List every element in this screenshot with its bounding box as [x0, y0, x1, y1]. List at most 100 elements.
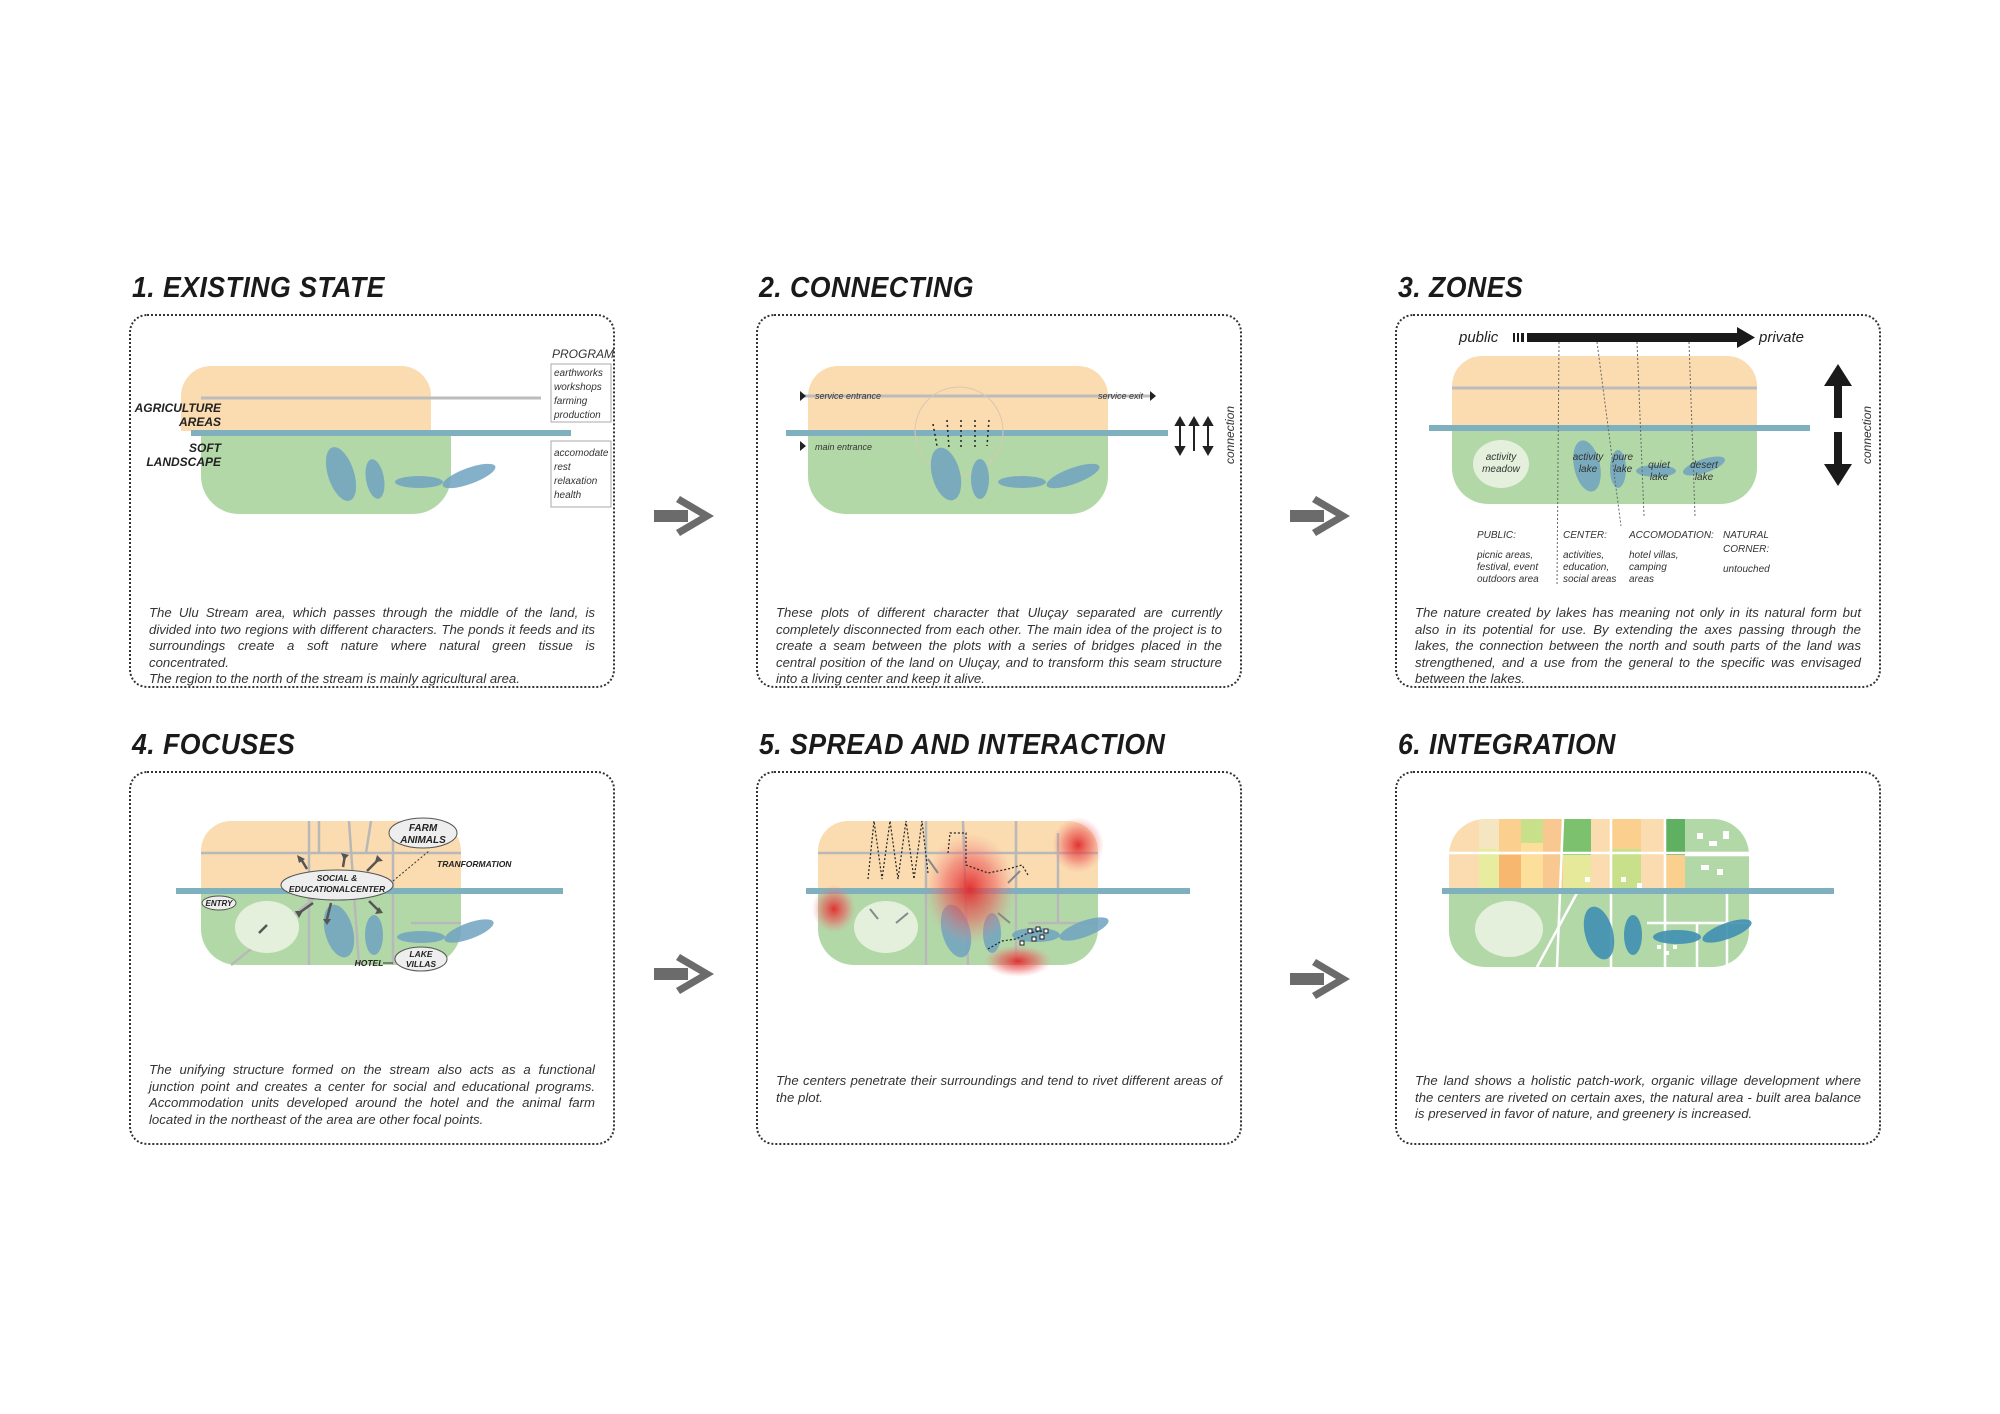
lake-4	[1046, 463, 1100, 489]
prog-bottom-2: rest	[554, 462, 572, 473]
activity-lake	[1573, 440, 1601, 492]
prog-bottom-3: relaxation	[554, 476, 598, 487]
label-entry: ENTRY	[206, 899, 234, 908]
label-service-entrance: service entrance	[815, 391, 881, 401]
activity-meadow	[1473, 440, 1529, 488]
panel-4-title: 4. FOCUSES	[132, 729, 296, 761]
landscape-area	[201, 435, 451, 514]
prog-top-2: workshops	[554, 382, 602, 393]
connection-arrows-icon	[1174, 415, 1214, 457]
prog-top-4: production	[553, 410, 601, 421]
existing-state-diagram: AGRICULTURE AREAS SOFT LANDSCAPE PROGRAM…	[134, 347, 614, 514]
zone-public-item-2: festival, event	[1477, 562, 1539, 573]
zone-public-head: PUBLIC:	[1477, 530, 1516, 541]
small-buildings	[1019, 926, 1049, 946]
focuses-diagram: FARM ANIMALS SOCIAL & EDUCATIONALCENTER …	[176, 817, 563, 972]
label-activity-lake-1: activity	[1573, 452, 1605, 463]
panel-6-title: 6. INTEGRATION	[1398, 729, 1616, 761]
label-pure-lake-2: lake	[1614, 464, 1633, 475]
zone-center-item-3: social areas	[1563, 574, 1616, 585]
label-social-2: EDUCATIONALCENTER	[289, 884, 386, 894]
label-soft-1: SOFT	[189, 441, 223, 455]
lake-4	[444, 919, 494, 943]
lake-2	[971, 459, 989, 499]
lake-2	[365, 915, 383, 955]
agriculture-area	[808, 366, 1108, 431]
label-activity-meadow-1: activity	[1486, 452, 1518, 463]
label-agri-2: AREAS	[178, 415, 221, 429]
panel-2: service entrance service exit main entra…	[756, 314, 1242, 688]
lake-villas-bubble	[394, 946, 448, 972]
label-service-exit: service exit	[1098, 391, 1144, 401]
panel-1-description: The Ulu Stream area, which passes throug…	[149, 605, 595, 686]
farm-animals-bubble	[388, 817, 458, 849]
integration-diagram	[1442, 818, 1834, 968]
lake-4	[1702, 919, 1752, 943]
zone-public-item-1: picnic areas,	[1476, 550, 1533, 561]
label-agri-1: AGRICULTURE	[134, 401, 222, 415]
label-tranformation: TRANFORMATION	[437, 859, 512, 869]
label-connection: connection	[1860, 406, 1874, 464]
label-connection: connection	[1223, 406, 1237, 464]
meadow	[1475, 901, 1543, 957]
zone-natural-head-1: NATURAL	[1723, 530, 1769, 541]
boundary-dashes	[867, 820, 1043, 950]
flow-arrow-icon-2	[1290, 496, 1350, 536]
zone-center-head: CENTER:	[1563, 530, 1607, 541]
prog-top-3: farming	[554, 396, 588, 407]
panel-5-description: The centers penetrate their surroundings…	[776, 1073, 1222, 1105]
panel-3: public private activity meadow activity …	[1395, 314, 1881, 688]
program-box-bottom	[550, 440, 612, 508]
label-social-1: SOCIAL &	[317, 873, 357, 883]
label-activity-meadow-2: meadow	[1482, 464, 1521, 475]
social-center-bubble	[280, 869, 394, 901]
spread-arrows-icon	[869, 858, 1021, 924]
quiet-lake	[1636, 465, 1676, 477]
label-hotel: HOTEL	[355, 958, 384, 968]
flow-arrow-icon-4	[1290, 959, 1350, 999]
label-quiet-lake-2: lake	[1650, 472, 1669, 483]
prog-top-1: earthworks	[554, 368, 603, 379]
label-activity-lake-2: lake	[1579, 464, 1598, 475]
meadow	[854, 901, 918, 953]
label-main-entrance: main entrance	[815, 442, 872, 452]
pure-lake	[1610, 450, 1626, 488]
connecting-diagram: service entrance service exit main entra…	[786, 366, 1237, 514]
label-lake-villas-2: VILLAS	[406, 959, 437, 969]
label-farm-1: FARM	[409, 823, 438, 834]
label-soft-2: LANDSCAPE	[146, 455, 222, 469]
program-box-top	[550, 363, 612, 423]
label-desert-lake-2: lake	[1695, 472, 1714, 483]
lake-3	[397, 931, 445, 943]
service-entrance-arrow	[800, 391, 806, 401]
bridges	[932, 419, 990, 449]
label-farm-2: ANIMALS	[399, 835, 446, 846]
building-footprints	[1585, 831, 1729, 955]
panel-5: The centers penetrate their surroundings…	[756, 771, 1242, 1145]
lake-1	[323, 904, 355, 958]
panel-2-description: These plots of different character that …	[776, 605, 1222, 686]
flow-arrow-icon-1	[654, 496, 714, 536]
pond-1	[325, 447, 357, 501]
zone-public-item-3: outdoors area	[1477, 574, 1539, 585]
public-private-arrow	[1513, 327, 1755, 348]
panel-2-title: 2. CONNECTING	[759, 272, 974, 304]
flow-arrow-icon-3	[654, 954, 714, 994]
lake-3	[998, 476, 1046, 488]
panel-4: FARM ANIMALS SOCIAL & EDUCATIONALCENTER …	[129, 771, 615, 1145]
panel-6: The land shows a holistic patch-work, or…	[1395, 771, 1881, 1145]
panel-1: AGRICULTURE AREAS SOFT LANDSCAPE PROGRAM…	[129, 314, 615, 688]
label-desert-lake-1: desert	[1690, 460, 1719, 471]
prog-bottom-1: accomodate	[554, 448, 609, 459]
entry-bubble	[201, 895, 237, 911]
heat-farm	[1052, 817, 1104, 873]
lake-1	[1583, 906, 1615, 960]
label-quiet-lake-1: quiet	[1648, 460, 1671, 471]
zone-accomodation-item-3: areas	[1629, 574, 1654, 585]
zone-natural-head-2: CORNER:	[1723, 544, 1769, 555]
label-private: private	[1758, 329, 1804, 346]
label-program: PROGRAM	[552, 347, 614, 361]
zone-center-item-2: education,	[1563, 562, 1609, 573]
label-public: public	[1458, 329, 1499, 346]
pond-4	[442, 463, 496, 489]
